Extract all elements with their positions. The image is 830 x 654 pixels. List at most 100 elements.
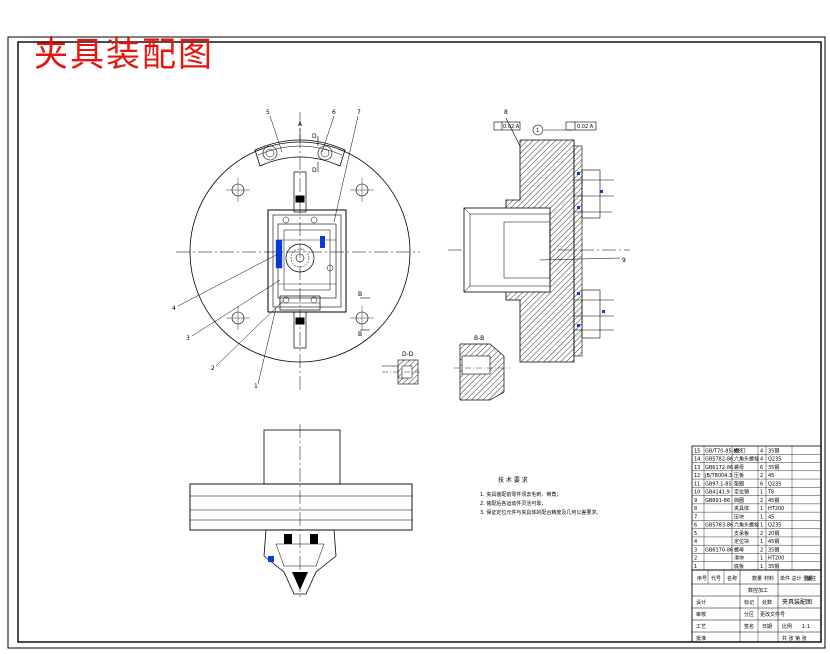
parts-list-cell-no: 13 bbox=[694, 465, 700, 471]
drawing-title: 夹具装配图 bbox=[34, 35, 214, 75]
label-count: 处数 bbox=[762, 599, 772, 606]
parts-list-cell-no: 4 bbox=[694, 539, 697, 545]
header-weight: 单件 总计 重量 bbox=[780, 575, 813, 582]
parts-list-cell-qty: 2 bbox=[760, 531, 763, 537]
header-no: 序号 bbox=[697, 575, 707, 582]
parts-list-cell-code: GB/T70-85-M8 bbox=[705, 448, 741, 454]
section-d-d-label: D-D bbox=[402, 351, 414, 358]
parts-list-cell-qty: 4 bbox=[760, 448, 763, 454]
parts-list-cell-name: 六角头螺栓 bbox=[734, 456, 759, 463]
parts-list-cell-material: T8 bbox=[767, 490, 774, 496]
balloon-1: 1 bbox=[254, 383, 258, 390]
header-remark: 备注 bbox=[806, 575, 816, 582]
parts-list-cell-qty: 2 bbox=[760, 473, 763, 479]
parts-list-cell-name: 定位销 bbox=[734, 489, 749, 496]
section-mark-b-bottom: B bbox=[358, 331, 362, 338]
parts-list-cell-material: HT200 bbox=[768, 556, 784, 562]
balloon-2: 2 bbox=[211, 365, 215, 372]
parts-list-cell-qty: 1 bbox=[760, 556, 763, 562]
balloon-3: 3 bbox=[186, 335, 190, 342]
parts-list-cell-name: 底板 bbox=[734, 563, 744, 570]
label-process: 工艺 bbox=[696, 624, 706, 630]
parts-list-cell-name: 压板 bbox=[734, 472, 744, 479]
parts-list-cell-material: 35钢 bbox=[768, 464, 779, 471]
parts-list-cell-no: 9 bbox=[694, 498, 697, 504]
parts-list-cell-material: 35钢 bbox=[768, 563, 779, 570]
parts-list-cell-qty: 1 bbox=[760, 564, 763, 570]
parts-list-cell-no: 15 bbox=[694, 448, 700, 454]
parts-list-cell-material: 20钢 bbox=[768, 530, 779, 537]
parts-list-cell-no: 8 bbox=[694, 506, 697, 512]
parts-list-cell-no: 5 bbox=[694, 531, 697, 537]
label-review: 审核 bbox=[696, 611, 706, 618]
parts-list-cell-name: 六角头螺栓 bbox=[734, 522, 759, 529]
balloon-9: 9 bbox=[622, 257, 626, 264]
side-view-labels: 0.02 A 1 0.02 A 8 9 bbox=[503, 109, 626, 264]
tolerance-frame-left: 0.02 A bbox=[503, 124, 520, 130]
parts-list-cell-name: 定位块 bbox=[734, 538, 749, 545]
tolerance-frame-mid: 1 bbox=[536, 128, 539, 134]
header-qty: 数量 bbox=[752, 575, 762, 582]
tech-requirement-1: 1. 夹具装配前零件须去毛刺、倒角； bbox=[480, 491, 561, 498]
section-mark-d-bottom: D bbox=[312, 167, 317, 174]
side-view bbox=[448, 117, 630, 363]
parts-list-cell-material: 45 bbox=[768, 473, 774, 479]
section-b-b bbox=[454, 343, 510, 401]
title-block-school: 数控加工 bbox=[748, 587, 768, 594]
label-zone: 分区 bbox=[744, 611, 754, 618]
parts-list-cell-qty: 2 bbox=[760, 498, 763, 504]
parts-list-cell-no: 10 bbox=[694, 490, 700, 496]
parts-list-cell-material: 35钢 bbox=[768, 447, 779, 454]
parts-list-cell-no: 11 bbox=[694, 481, 700, 487]
header-material: 材料 bbox=[764, 575, 774, 582]
tech-requirements-heading: 技 术 要 求 bbox=[498, 476, 528, 484]
parts-list-cell-no: 7 bbox=[694, 514, 697, 520]
parts-list-cell-no: 6 bbox=[694, 523, 697, 529]
parts-list-cell-material: Q235 bbox=[768, 457, 781, 463]
label-signature: 签名 bbox=[744, 623, 754, 630]
parts-list-cell-no: 1 bbox=[694, 564, 697, 570]
parts-list-cell-code: GB97.1-85 bbox=[705, 481, 732, 487]
label-change-doc: 更改文件号 bbox=[760, 611, 785, 618]
header-code: 代号 bbox=[711, 575, 721, 582]
section-b-b-label: B-B bbox=[474, 335, 484, 342]
parts-list-cell-no: 3 bbox=[694, 547, 697, 553]
parts-list-cell-name: 夹具体 bbox=[734, 505, 749, 512]
parts-list-cell-code: GB6172-86 bbox=[705, 465, 733, 471]
balloon-6: 6 bbox=[332, 109, 336, 116]
tech-requirements: 技 术 要 求 1. 夹具装配前零件须去毛刺、倒角； 2. 装配后各运动件灵活可… bbox=[480, 476, 601, 516]
sheet-count: 共 张 第 张 bbox=[782, 635, 807, 642]
parts-list-cell-qty: 2 bbox=[760, 547, 763, 553]
front-view bbox=[176, 112, 420, 390]
label-approve: 批准 bbox=[696, 635, 706, 642]
parts-list-cell-material: HT200 bbox=[768, 506, 784, 512]
parts-list-cell-qty: 4 bbox=[760, 457, 763, 463]
section-mark-a: A bbox=[298, 121, 303, 128]
parts-list-cell-code: GB891-86 bbox=[705, 498, 730, 504]
parts-list-cell-name: 挡圈 bbox=[734, 497, 744, 504]
parts-list-cell-code: GB6170-86 bbox=[705, 547, 733, 553]
balloon-5: 5 bbox=[266, 109, 270, 116]
front-view-labels: 5 6 7 4 3 2 1 D D B B A bbox=[172, 109, 362, 390]
parts-list-cell-qty: 1 bbox=[760, 523, 763, 529]
parts-list-cell-name: 支承板 bbox=[734, 530, 749, 537]
label-mark: 标记 bbox=[744, 599, 754, 606]
parts-list-cell-material: 35钢 bbox=[768, 546, 779, 553]
bottom-view bbox=[189, 424, 413, 600]
parts-list-cell-material: Q235 bbox=[768, 481, 781, 487]
parts-list-cell-name: 垫圈 bbox=[734, 480, 744, 487]
balloon-4: 4 bbox=[172, 305, 176, 312]
header-name: 名称 bbox=[727, 575, 737, 582]
parts-list-cell-name: 压块 bbox=[734, 513, 744, 520]
title-block-text: 序号 代号 名称 数量 材料 单件 总计 重量 备注 数控加工 夹具装配图 设计… bbox=[696, 575, 816, 642]
parts-list-cell-qty: 6 bbox=[760, 481, 763, 487]
parts-list-cell-qty: 6 bbox=[760, 465, 763, 471]
title-block-name: 夹具装配图 bbox=[782, 598, 812, 606]
label-date: 日期 bbox=[762, 624, 772, 630]
tolerance-frame-right: 0.02 A bbox=[577, 124, 594, 130]
scale-label: 比例 bbox=[782, 623, 792, 630]
section-mark-d-top: D bbox=[312, 133, 317, 140]
scale-value: 1:1 bbox=[802, 624, 810, 630]
parts-list-cell-no: 12 bbox=[694, 473, 700, 479]
